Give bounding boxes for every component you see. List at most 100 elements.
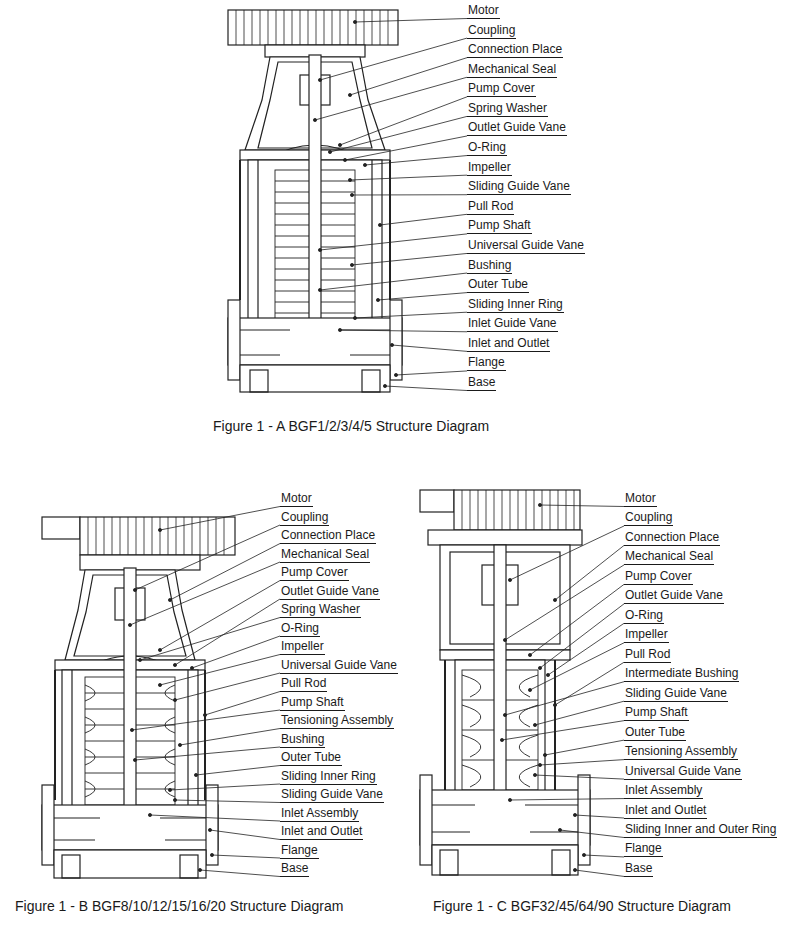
part-label: Pump Shaft: [467, 218, 532, 234]
pump-b: [42, 517, 235, 878]
leader-line: [502, 721, 624, 740]
leader-line: [540, 505, 624, 507]
pump-a: [228, 10, 402, 392]
part-label: Outer Tube: [280, 750, 342, 766]
leader-line: [548, 623, 624, 675]
leader-line: [355, 19, 467, 23]
part-label: Inlet Assembly: [624, 783, 703, 799]
figure-caption: Figure 1 - C BGF32/45/64/90 Structure Di…: [433, 898, 731, 915]
leader-dot: [133, 588, 136, 591]
part-label: Base: [624, 861, 653, 877]
leader-line: [160, 507, 280, 531]
leader-line: [132, 710, 280, 730]
part-label: Outlet Guide Vane: [624, 588, 724, 604]
leader-dot: [383, 384, 386, 387]
leader-line: [385, 386, 467, 391]
part-label: Pump Shaft: [280, 695, 345, 711]
leader-line: [192, 636, 280, 668]
leader-dot: [130, 728, 133, 731]
leader-dot: [350, 263, 353, 266]
leader-line: [320, 38, 467, 80]
leader-dot: [394, 373, 397, 376]
part-label: O-Ring: [467, 140, 507, 156]
leader-dot: [503, 713, 506, 716]
leader-dot: [533, 723, 536, 726]
part-label: Universal Guide Vane: [467, 238, 585, 254]
leader-line: [355, 312, 467, 318]
part-label: Impeller: [624, 627, 669, 643]
leader-dot: [533, 773, 536, 776]
leader-dot: [318, 288, 321, 291]
leader-dot: [343, 158, 346, 161]
leader-dot: [173, 698, 176, 701]
part-label: Motor: [280, 491, 313, 507]
part-label: Impeller: [467, 160, 512, 176]
part-label: Universal Guide Vane: [280, 658, 398, 674]
leader-line: [170, 784, 280, 790]
part-label: Sliding Guide Vane: [624, 686, 728, 702]
leader-line: [212, 855, 280, 858]
part-label: Tensioning Assembly: [624, 744, 738, 760]
part-label: Outlet Guide Vane: [280, 584, 380, 600]
leader-dot: [546, 673, 549, 676]
leader-dot: [158, 648, 161, 651]
part-label: Universal Guide Vane: [624, 764, 742, 780]
leader-line: [352, 253, 467, 265]
leader-line: [584, 855, 624, 857]
leader-dot: [553, 703, 556, 706]
leader-dot: [318, 78, 321, 81]
leader-line: [575, 815, 624, 818]
leader-dot: [528, 653, 531, 656]
leader-dot: [338, 328, 341, 331]
leader-dot: [528, 688, 531, 691]
part-label: Inlet Assembly: [280, 806, 359, 822]
part-label: Impeller: [280, 639, 325, 655]
leader-dot: [538, 666, 541, 669]
leader-dot: [338, 143, 341, 146]
leader-dot: [538, 763, 541, 766]
leader-line: [170, 544, 280, 601]
leader-dot: [376, 298, 379, 301]
part-label: Intermediate Bushing: [624, 666, 739, 682]
leader-line: [510, 799, 624, 800]
leader-line: [135, 747, 280, 760]
leader-line: [535, 701, 624, 725]
leader-line: [530, 643, 624, 690]
leader-line: [560, 830, 624, 837]
part-label: Outlet Guide Vane: [467, 120, 567, 136]
part-label: Inlet and Outlet: [467, 336, 550, 352]
leader-dot: [538, 503, 541, 506]
leader-line: [392, 345, 467, 351]
leader-line: [160, 581, 280, 651]
part-label: Pull Rod: [280, 676, 327, 692]
part-label: Sliding Inner and Outer Ring: [624, 822, 777, 838]
leader-dot: [582, 853, 585, 856]
leader-dot: [503, 638, 506, 641]
leader-line: [505, 682, 624, 715]
leader-line: [320, 273, 467, 290]
leader-dot: [353, 20, 356, 23]
leader-line: [320, 234, 467, 250]
leader-line: [365, 156, 467, 165]
part-label: Mechanical Seal: [624, 549, 714, 565]
part-label: Sliding Inner Ring: [467, 297, 564, 313]
leader-line: [200, 870, 280, 877]
leader-line: [352, 194, 467, 195]
leader-line: [378, 293, 467, 300]
part-label: Flange: [280, 843, 319, 859]
figure-caption: Figure 1 - B BGF8/10/12/15/16/20 Structu…: [15, 898, 343, 915]
leader-dot: [558, 828, 561, 831]
leader-line: [510, 526, 624, 580]
leader-dot: [203, 713, 206, 716]
part-label: Tensioning Assembly: [280, 713, 394, 729]
leader-line: [545, 740, 624, 755]
part-label: Connection Place: [280, 528, 376, 544]
leader-dot: [210, 853, 213, 856]
leader-line: [210, 830, 280, 840]
part-label: Inlet Guide Vane: [467, 316, 558, 332]
part-label: Flange: [624, 841, 663, 857]
leader-dot: [378, 223, 381, 226]
part-label: Outer Tube: [467, 277, 529, 293]
leader-lines: [128, 19, 624, 877]
leader-line: [540, 604, 624, 668]
